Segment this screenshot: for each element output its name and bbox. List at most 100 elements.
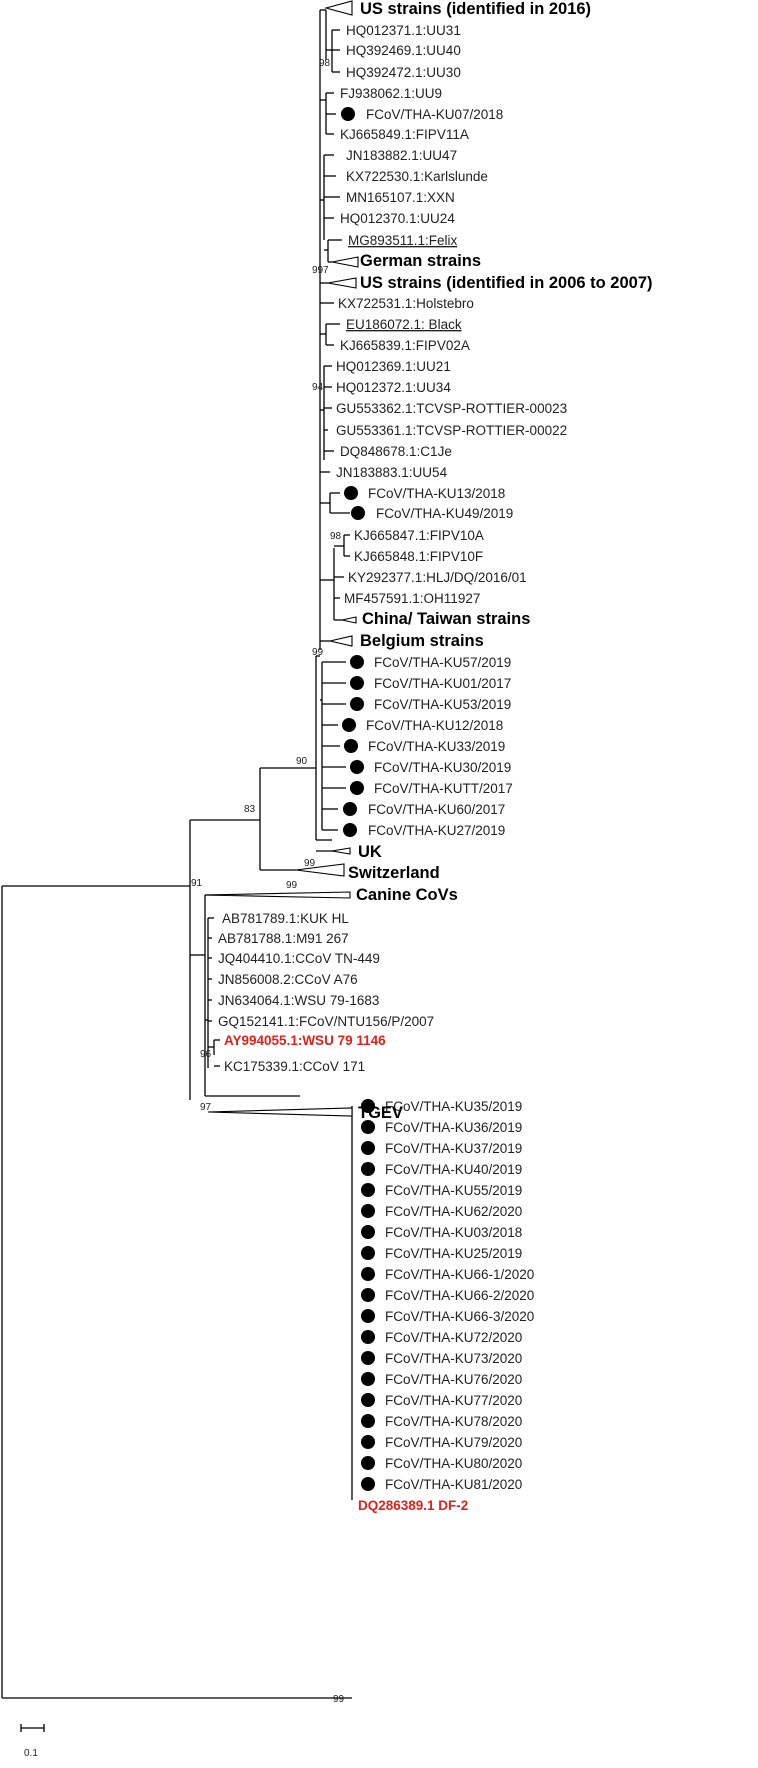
scale-bar: 0.1 (20, 1724, 45, 1759)
tip-label: FCoV/THA-KU77/2020 (385, 1393, 522, 1408)
tip-label: FCoV/THA-KU01/2017 (374, 676, 511, 691)
thai-sample-marker (361, 1393, 375, 1407)
tip-label: JN183883.1:UU54 (336, 465, 448, 480)
tip-label: FCoV/THA-KU53/2019 (374, 697, 511, 712)
tip-label: KJ665848.1:FIPV10F (354, 549, 483, 564)
tip-label: AB781788.1:M91 267 (218, 931, 349, 946)
thai-sample-marker (344, 486, 358, 500)
group-label-china-taiwan: China/ Taiwan strains (362, 610, 530, 628)
thai-sample-marker (342, 718, 356, 732)
tip-label: JN183882.1:UU47 (346, 148, 457, 163)
tip-label: KY292377.1:HLJ/DQ/2016/01 (348, 570, 527, 585)
tip-label: FCoV/THA-KU57/2019 (374, 655, 511, 670)
tip-label: FCoV/THA-KU49/2019 (376, 506, 513, 521)
group-label-german: German strains (360, 252, 481, 270)
bootstrap-value: 96 (200, 1049, 212, 1060)
reference-strain-label: AY994055.1:WSU 79 1146 (224, 1033, 386, 1048)
tip-label: AB781789.1:KUK HL (222, 911, 349, 926)
collapsed-clade-uk (331, 847, 351, 855)
tip-label: FCoV/THA-KU30/2019 (374, 760, 511, 775)
bootstrap-value: 91 (191, 878, 203, 889)
scale-bar-label: 0.1 (24, 1748, 38, 1759)
tip-label: GQ152141.1:FCoV/NTU156/P/2007 (218, 1014, 434, 1029)
tip-label: MN165107.1:XXN (346, 190, 455, 205)
bootstrap-value: 99 (286, 880, 298, 891)
tip-label: FCoV/THA-KU33/2019 (368, 739, 505, 754)
thai-sample-marker (361, 1246, 375, 1260)
bootstrap-value: 98 (319, 58, 331, 69)
thai-sample-marker (361, 1225, 375, 1239)
tip-label: KC175339.1:CCoV 171 (224, 1059, 365, 1074)
bootstrap-value: 83 (244, 804, 256, 815)
tip-label: KX722530.1:Karlslunde (346, 169, 488, 184)
tip-label: FCoV/THA-KU81/2020 (385, 1477, 522, 1492)
tip-label: FCoV/THA-KU40/2019 (385, 1162, 522, 1177)
tip-label: KJ665847.1:FIPV10A (354, 528, 484, 543)
tip-label: FCoV/THA-KU62/2020 (385, 1204, 522, 1219)
collapsed-clade-china (341, 616, 357, 624)
tip-label: FCoV/THA-KU73/2020 (385, 1351, 522, 1366)
tip-label: FCoV/THA-KUTT/2017 (374, 781, 513, 796)
collapsed-clade-us-2016 (323, 0, 353, 16)
tip-label: FCoV/THA-KU36/2019 (385, 1120, 522, 1135)
bootstrap-value: 99 (333, 1694, 345, 1705)
group-label-switzerland: Switzerland (348, 864, 440, 882)
bootstrap-value: 98 (330, 531, 342, 542)
bootstrap-value: 99 (304, 858, 316, 869)
tip-label: FCoV/THA-KU72/2020 (385, 1330, 522, 1345)
thai-sample-marker (361, 1120, 375, 1134)
bootstrap-value: 7 (323, 265, 329, 276)
tip-label: FCoV/THA-KU79/2020 (385, 1435, 522, 1450)
tip-label: FCoV/THA-KU60/2017 (368, 802, 505, 817)
group-label-tgev: TGEV (358, 1104, 403, 1122)
tip-label: HQ012372.1:UU34 (336, 380, 451, 395)
thai-sample-marker (343, 823, 357, 837)
tip-label: FCoV/THA-KU80/2020 (385, 1456, 522, 1471)
thai-sample-marker (361, 1372, 375, 1386)
collapsed-clade-us-2006 (327, 277, 357, 289)
tip-label: FCoV/THA-KU13/2018 (368, 486, 505, 501)
tip-label: HQ012370.1:UU24 (340, 211, 455, 226)
tip-label: JN856008.2:CCoV A76 (218, 972, 358, 987)
tip-label: FJ938062.1:UU9 (340, 86, 442, 101)
tip-label: HQ392469.1:UU40 (346, 43, 461, 58)
tip-label: JQ404410.1:CCoV TN-449 (218, 951, 380, 966)
bootstrap-value: 94 (312, 382, 324, 393)
tip-label: FCoV/THA-KU55/2019 (385, 1183, 522, 1198)
thai-sample-marker (361, 1183, 375, 1197)
group-label-canine-covs: Canine CoVs (356, 886, 458, 904)
thai-sample-marker (361, 1330, 375, 1344)
sample-markers (341, 107, 365, 837)
tip-label: DQ848678.1:C1Je (340, 444, 452, 459)
tip-label: JN634064.1:WSU 79-1683 (218, 993, 379, 1008)
lower-clade-markers (361, 1099, 375, 1491)
thai-sample-marker (361, 1351, 375, 1365)
bootstrap-values: 98 99 7 94 98 99 90 83 99 91 99 96 97 99 (191, 58, 345, 1705)
thai-sample-marker (361, 1204, 375, 1218)
thai-sample-marker (361, 1477, 375, 1491)
tip-label: FCoV/THA-KU66-3/2020 (385, 1309, 534, 1324)
tip-label: FCoV/THA-KU27/2019 (368, 823, 505, 838)
tip-label: FCoV/THA-KU78/2020 (385, 1414, 522, 1429)
tip-label: FCoV/THA-KU35/2019 (385, 1099, 522, 1114)
group-label-uk: UK (358, 843, 382, 861)
thai-sample-marker (341, 107, 355, 121)
thai-sample-marker (351, 506, 365, 520)
thai-sample-marker (350, 676, 364, 690)
bootstrap-value: 99 (312, 647, 324, 658)
thai-sample-marker (361, 1141, 375, 1155)
collapsed-clades (204, 0, 359, 1117)
collapsed-clade-tgev (207, 1107, 353, 1117)
tip-label: HQ012371.1:UU31 (346, 23, 461, 38)
thai-sample-marker (350, 697, 364, 711)
tip-label: HQ012369.1:UU21 (336, 359, 451, 374)
tip-label: FCoV/THA-KU03/2018 (385, 1225, 522, 1240)
thai-sample-marker (350, 655, 364, 669)
thai-sample-marker (350, 760, 364, 774)
tip-label: KJ665849.1:FIPV11A (340, 127, 469, 142)
tip-label: GU553361.1:TCVSP-ROTTIER-00022 (336, 423, 567, 438)
thai-sample-marker (350, 781, 364, 795)
tip-label: MF457591.1:OH11927 (344, 591, 480, 606)
reference-strain-label: DQ286389.1 DF-2 (358, 1498, 468, 1513)
tip-label: FCoV/THA-KU07/2018 (366, 107, 503, 122)
